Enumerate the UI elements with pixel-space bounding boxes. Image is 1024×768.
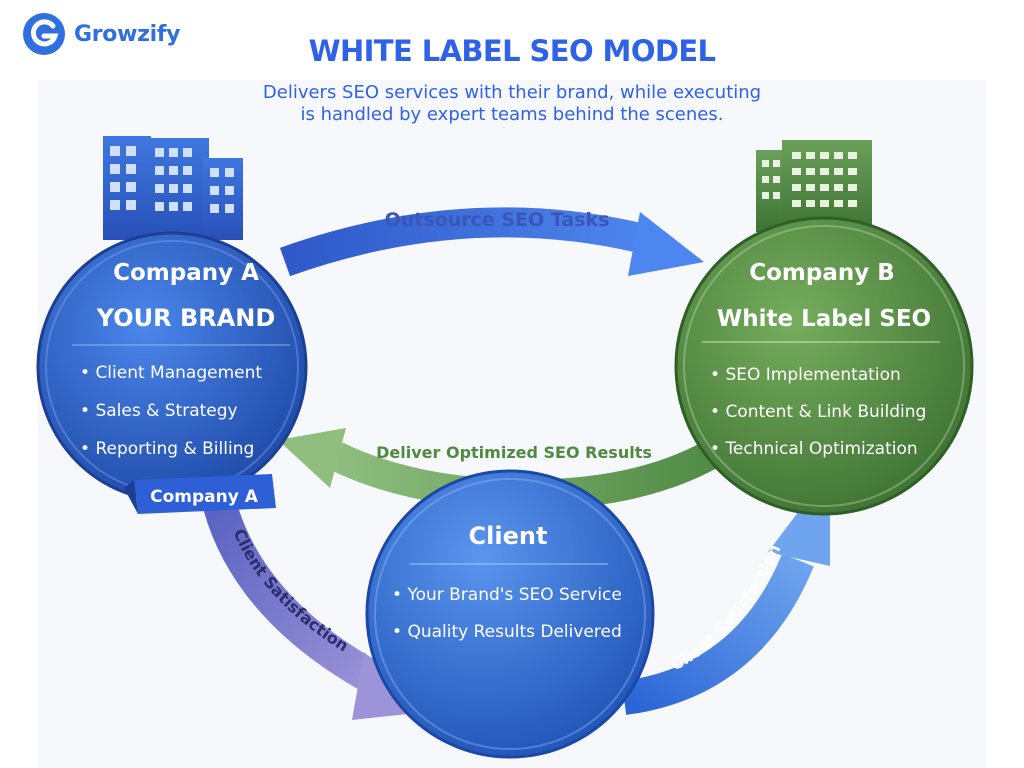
company-a-item: • Sales & Strategy bbox=[80, 401, 238, 421]
company-a-title: Company A bbox=[113, 260, 259, 286]
outsource-label: Outsource SEO Tasks bbox=[385, 209, 610, 231]
deliver-results-label: Deliver Optimized SEO Results bbox=[376, 443, 652, 462]
company-b-node: Company B White Label SEO • SEO Implemen… bbox=[674, 216, 974, 516]
company-b-item: • SEO Implementation bbox=[710, 365, 901, 385]
subtitle-line: is handled by expert teams behind the sc… bbox=[300, 104, 724, 125]
page-title: WHITE LABEL SEO MODEL bbox=[308, 34, 716, 68]
company-b-item: • Content & Link Building bbox=[710, 402, 926, 422]
company-a-subtitle: YOUR BRAND bbox=[96, 304, 276, 332]
outsource-arrow bbox=[279, 207, 704, 277]
company-a-node: Company A YOUR BRAND • Client Management… bbox=[36, 231, 308, 503]
client-item: • Quality Results Delivered bbox=[392, 622, 622, 642]
company-b-item: • Technical Optimization bbox=[710, 439, 918, 459]
growzify-logo[interactable]: Growzify bbox=[22, 12, 181, 56]
company-a-item: • Client Management bbox=[80, 363, 262, 383]
company-a-ribbon-label: Company A bbox=[150, 487, 259, 507]
logo-text: Growzify bbox=[74, 21, 181, 47]
subtitle-line: Delivers SEO services with their brand, … bbox=[262, 82, 762, 103]
company-b-title: Company B bbox=[749, 260, 895, 286]
page-subtitle: Delivers SEO services with their brand, … bbox=[0, 82, 1024, 126]
page-header: Growzify bbox=[0, 0, 1024, 130]
client-item: • Your Brand's SEO Service bbox=[392, 585, 622, 605]
client-title: Client bbox=[469, 522, 548, 550]
client-node: Client • Your Brand's SEO Service • Qual… bbox=[365, 469, 655, 759]
company-b-subtitle: White Label SEO bbox=[717, 306, 931, 332]
growzify-logo-icon bbox=[23, 13, 65, 55]
company-a-building-icon bbox=[103, 136, 243, 240]
company-a-item: • Reporting & Billing bbox=[80, 439, 254, 459]
company-a-ribbon: Company A bbox=[124, 474, 276, 514]
